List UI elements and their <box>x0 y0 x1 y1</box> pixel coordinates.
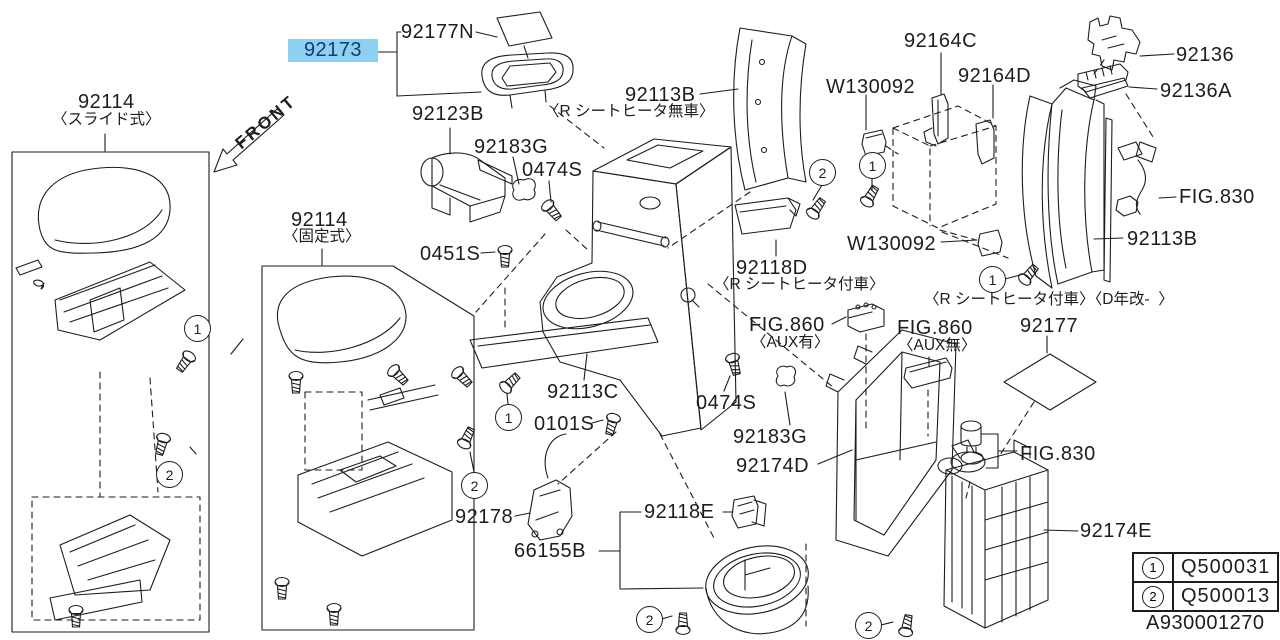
label-FIG860-aux-yes-note: 〈AUX有〉 <box>751 334 830 351</box>
label-92173[interactable]: 92173 <box>288 39 378 62</box>
callout-2-circle: 2 <box>809 159 836 186</box>
label-92178[interactable]: 92178 <box>455 506 514 528</box>
harness-fig830-top <box>1115 141 1157 217</box>
label-92123B[interactable]: 92123B <box>412 103 484 125</box>
callout-1-circle: 1 <box>495 404 522 431</box>
legend-ref-cell: 1 <box>1134 554 1174 581</box>
callout-1-circle: 1 <box>979 266 1006 293</box>
tray-66155B <box>705 545 809 635</box>
armrest-slide-assembly <box>11 151 210 633</box>
label-FIG860-aux-no[interactable]: FIG.860 <box>897 317 973 339</box>
label-92114-fixed-type: 〈固定式〉 <box>283 228 361 245</box>
legend-part-number[interactable]: Q500013 <box>1181 585 1271 607</box>
bracket-92118D <box>734 182 883 235</box>
legend-row: 2 Q500013 <box>1134 581 1278 610</box>
fasteners <box>151 196 1042 639</box>
legend-part-number[interactable]: Q500031 <box>1181 556 1271 578</box>
label-92136A[interactable]: 92136A <box>1160 80 1232 102</box>
console-lid-tray <box>481 11 574 109</box>
console-body <box>469 138 737 437</box>
connector-fig860-aux <box>847 302 885 333</box>
label-92118E[interactable]: 92118E <box>644 501 715 523</box>
label-drawing-number: A930001270 <box>1146 612 1265 634</box>
label-92183G-top[interactable]: 92183G <box>474 136 549 158</box>
label-92118D-note: 〈R シートヒータ付車〉 <box>714 276 885 293</box>
label-92164D[interactable]: 92164D <box>958 65 1032 87</box>
label-66155B[interactable]: 66155B <box>514 540 586 562</box>
label-0474S-mid[interactable]: 0474S <box>696 392 757 414</box>
bracket-92178 <box>527 433 573 541</box>
label-FIG830-top[interactable]: FIG.830 <box>1179 186 1255 208</box>
label-92174D[interactable]: 92174D <box>736 455 810 477</box>
label-92113B-left[interactable]: 92113B <box>625 84 696 106</box>
leader-lines <box>104 31 1177 626</box>
panel-92113B-left <box>733 27 807 191</box>
label-W130092-mid[interactable]: W130092 <box>847 233 937 255</box>
bracket-assembly-92164 <box>861 93 1003 257</box>
label-0474S-top[interactable]: 0474S <box>522 159 583 181</box>
frame-92174D <box>825 329 957 557</box>
bracket-92136 <box>1087 15 1141 71</box>
callout-1-circle: 1 <box>184 315 211 342</box>
label-FIG860-aux-no-note: 〈AUX無〉 <box>898 337 977 354</box>
label-92113B-right[interactable]: 92113B <box>1127 228 1198 250</box>
label-92114-slide-type: 〈スライド式〉 <box>52 111 161 128</box>
label-92183G-mid[interactable]: 92183G <box>733 426 808 448</box>
clip-92183G-top <box>512 178 536 201</box>
label-0451S[interactable]: 0451S <box>420 243 481 265</box>
label-92113C[interactable]: 92113C <box>547 381 619 403</box>
callout-1-icon: 1 <box>1142 556 1164 579</box>
legend-ref-cell: 2 <box>1134 583 1174 610</box>
label-92113B-left-note: 〈R シートヒータ無車〉 <box>544 103 715 120</box>
legend-row: 1 Q500031 <box>1134 554 1277 581</box>
label-92164C[interactable]: 92164C <box>904 30 978 52</box>
label-heater-note-right: 〈R シートヒータ付車〉〈D年改- 〉 <box>924 291 1174 308</box>
clip-92118E <box>731 495 767 529</box>
callout-2-circle: 2 <box>855 612 882 639</box>
fastener-legend: 1 Q500031 2 Q500013 <box>1132 552 1280 612</box>
label-FIG860-aux-yes[interactable]: FIG.860 <box>749 314 825 336</box>
callout-2-circle: 2 <box>636 606 663 633</box>
label-92177[interactable]: 92177 <box>1020 315 1079 337</box>
callout-2-circle: 2 <box>156 461 183 488</box>
comb-92136A <box>1077 63 1129 99</box>
label-92114-slide[interactable]: 92114 <box>78 91 135 113</box>
mat-92177 <box>1003 353 1097 411</box>
label-0101S[interactable]: 0101S <box>534 413 595 435</box>
label-92177N[interactable]: 92177N <box>401 21 475 43</box>
callout-2-circle: 2 <box>461 472 488 499</box>
cover-fig860-no-aux <box>903 357 953 389</box>
label-92118D[interactable]: 92118D <box>736 257 808 279</box>
dashed-lines <box>475 59 1156 627</box>
callout-1-circle: 1 <box>859 152 886 179</box>
bracket-92123B <box>420 152 513 223</box>
panel-92113B-right <box>1021 79 1113 289</box>
label-W130092-top[interactable]: W130092 <box>826 76 916 98</box>
armrest-fixed-assembly <box>261 265 476 631</box>
label-92114-fixed[interactable]: 92114 <box>291 209 348 231</box>
label-92174E[interactable]: 92174E <box>1080 520 1152 542</box>
callout-2-icon: 2 <box>1142 585 1164 608</box>
label-92136[interactable]: 92136 <box>1176 44 1235 66</box>
label-FIG830-mid[interactable]: FIG.830 <box>1020 443 1096 465</box>
box-92174E <box>943 439 1049 629</box>
front-arrow <box>213 108 285 173</box>
